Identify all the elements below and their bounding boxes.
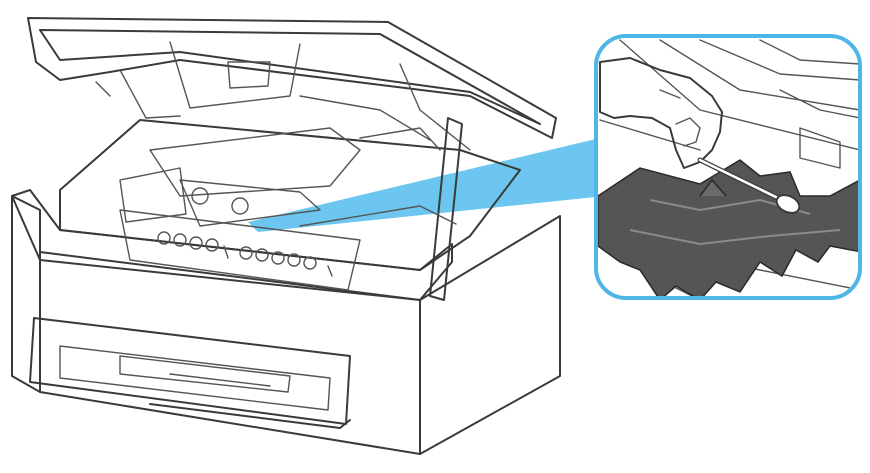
magnified-detail-callout: [594, 34, 862, 300]
printer-body: [11, 119, 561, 455]
lid-support-arm: [429, 117, 463, 301]
control-panel-buttons: [157, 231, 333, 277]
callout-pointer: [248, 138, 605, 232]
paper-output-slot: [29, 317, 351, 429]
scanner-lid: [27, 17, 557, 151]
platen-protrusions: [597, 159, 860, 298]
